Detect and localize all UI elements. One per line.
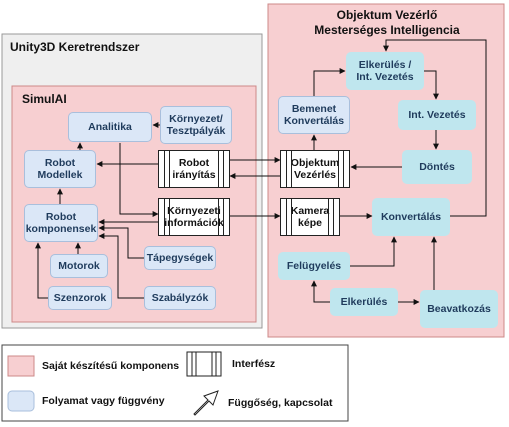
- legend-own-component-label: Saját készítésű komponens: [42, 360, 180, 372]
- robot-iranyitas-interface[interactable]: Robot irányítás: [158, 150, 230, 188]
- dontes-node[interactable]: Döntés: [402, 150, 472, 184]
- elkerules-node[interactable]: Elkerülés: [330, 288, 398, 316]
- elkerules-int-vezetes-node[interactable]: Elkerülés / Int. Vezetés: [346, 52, 424, 90]
- robot-komponensek-node[interactable]: Robot komponensek: [24, 204, 98, 242]
- kornyezeti-informaciok-interface[interactable]: Környezeti információk: [158, 198, 230, 236]
- legend-dependency-label: Függőség, kapcsolat: [228, 397, 333, 409]
- kornyezet-tesztpalyak-node[interactable]: Környezet/ Tesztpályák: [160, 106, 232, 144]
- unity-title: Unity3D Keretrendszer: [10, 40, 140, 54]
- szabalyzok-node[interactable]: Szabályzók: [144, 286, 216, 310]
- konvertalas-node[interactable]: Konvertálás: [372, 198, 450, 236]
- szenzorok-node[interactable]: Szenzorok: [48, 286, 112, 310]
- objektum-vezerles-interface[interactable]: Objektum Vezérlés: [280, 150, 350, 188]
- beavatkozas-node[interactable]: Beavatkozás: [420, 290, 498, 328]
- robot-modellek-node[interactable]: Robot Modellek: [24, 150, 96, 188]
- motorok-node[interactable]: Motorok: [50, 254, 108, 278]
- kamera-kepe-interface[interactable]: Kamera képe: [280, 198, 340, 236]
- felugyeles-node[interactable]: Felügyelés: [278, 252, 350, 280]
- int-vezetes-node[interactable]: Int. Vezetés: [398, 100, 476, 130]
- legend-interface-label: Interfész: [232, 358, 276, 370]
- analitika-node[interactable]: Analitika: [68, 112, 152, 142]
- legend-process-label: Folyamat vagy függvény: [42, 395, 165, 407]
- ovmi-title: Objektum Vezérlő Mesterséges Intelligenc…: [314, 8, 460, 37]
- simulai-title: SimulAI: [22, 92, 67, 106]
- bemenet-konvertalas-node[interactable]: Bemenet Konvertálás: [278, 96, 350, 134]
- tapegysegek-node[interactable]: Tápegységek: [144, 246, 216, 270]
